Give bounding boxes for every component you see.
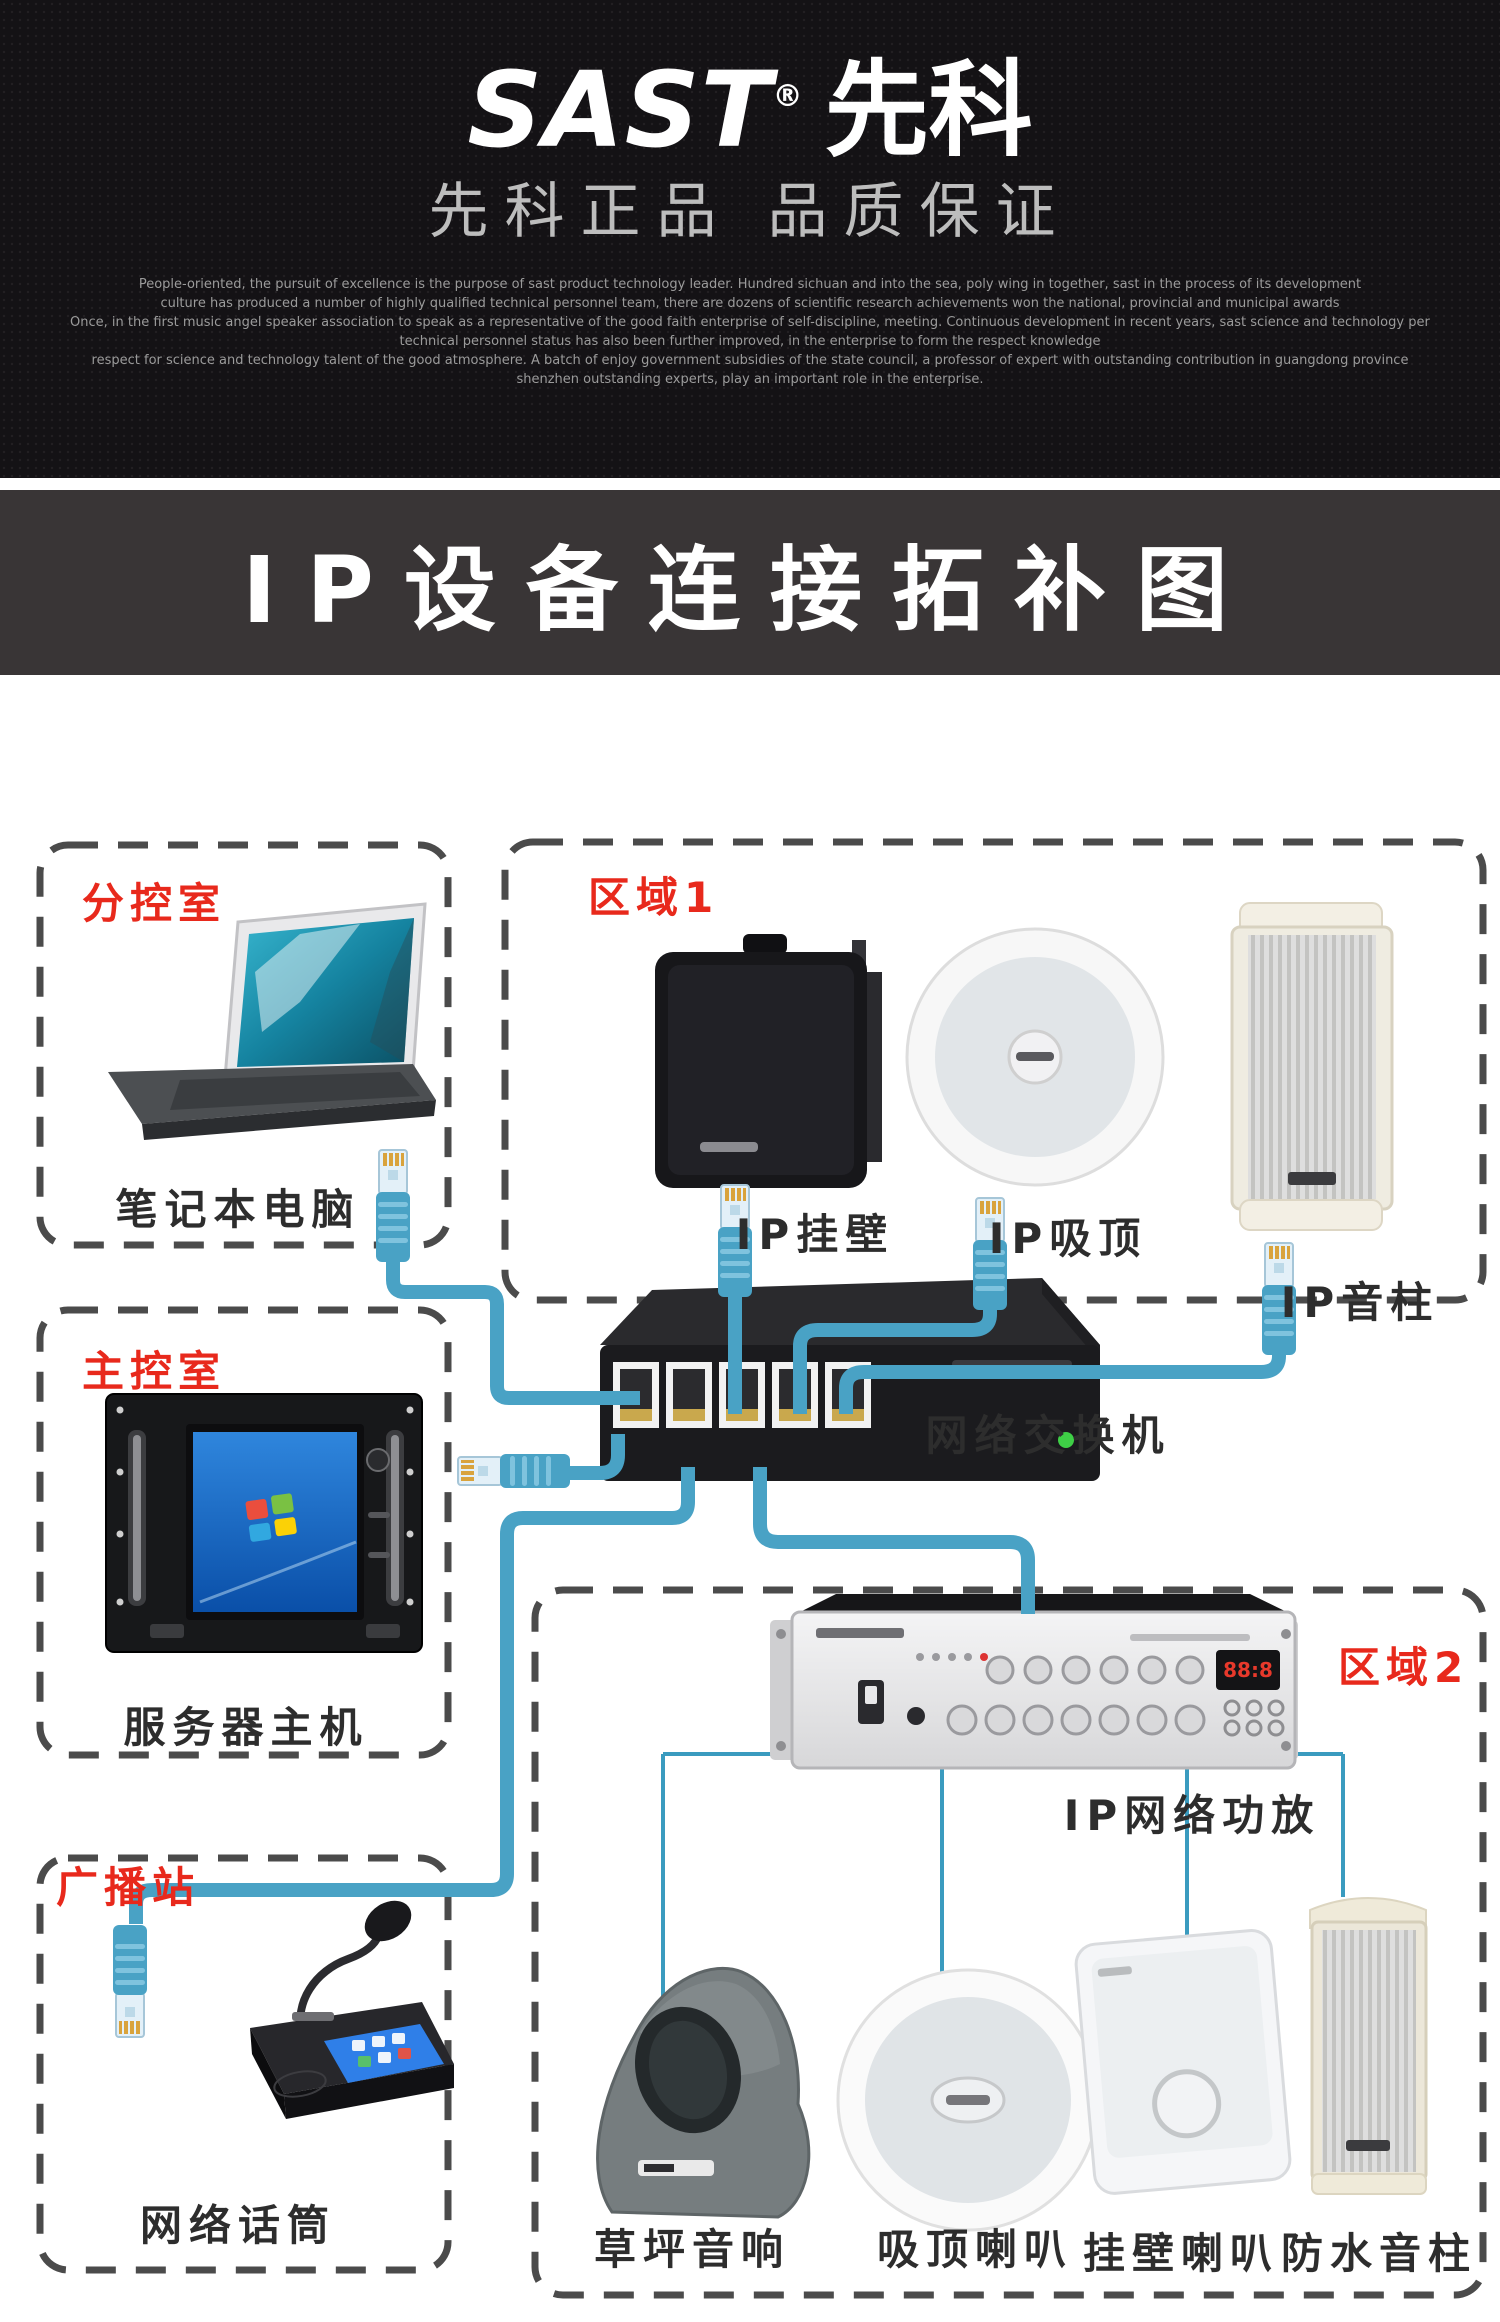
label-zone-1: 区域1 (588, 873, 719, 922)
label-broadcast-station: 广播站 (56, 1863, 200, 1912)
rj45-connector-microphone (112, 1924, 148, 2038)
server-host-image (105, 1393, 423, 1653)
network-cables (129, 1252, 1286, 1924)
ceiling-horn-image (836, 1968, 1100, 2232)
label-laptop: 笔记本电脑 (115, 1185, 360, 1234)
laptop-image (108, 902, 436, 1140)
box-zone-2 (531, 1586, 1487, 2299)
label-waterproof-column: 防水音柱 (1281, 2229, 1477, 2278)
svg-text:88:8: 88:8 (1223, 1658, 1273, 1682)
brand-description-line: Once, in the first music angel speaker a… (70, 315, 1430, 330)
label-ceiling-horn: 吸顶喇叭 (877, 2225, 1073, 2274)
wall-horn-image (1074, 1929, 1292, 2195)
label-ip-wall-speaker: IP挂壁 (736, 1210, 894, 1259)
registered-mark-icon: ® (772, 79, 803, 114)
brand-logo-cn: 先科 (824, 49, 1033, 171)
box-sub-control-room (36, 841, 452, 1249)
brand-description-line: culture has produced a number of highly … (160, 296, 1340, 311)
label-zone-2: 区域2 (1338, 1643, 1469, 1692)
rj45-connector-server (457, 1453, 571, 1489)
cable-switch-to-amplifier (753, 1467, 1035, 1614)
brand-tagline: 先科正品 品质保证 (428, 177, 1072, 247)
label-lawn-speaker: 草坪音响 (594, 2225, 790, 2274)
cable-switch-to-microphone (129, 1467, 695, 1924)
waterproof-column-image (1309, 1897, 1428, 2195)
cable-server-to-switch (548, 1434, 625, 1480)
brand-logo: SAST®先科 (0, 0, 1500, 165)
cable-column-speaker-to-switch (839, 1349, 1286, 1414)
ip-column-speaker-image (1230, 902, 1394, 1231)
ip-ceiling-speaker-image (905, 927, 1165, 1187)
box-main-control-room (36, 1306, 452, 1759)
rj45-connector-laptop (375, 1149, 411, 1263)
label-ip-column-speaker: IP音柱 (1281, 1278, 1439, 1327)
label-ip-ceiling-speaker: IP吸顶 (989, 1214, 1147, 1263)
brand-description: People-oriented, the pursuit of excellen… (70, 275, 1430, 389)
ip-wall-speaker-image (655, 934, 882, 1188)
page-title: IP设备连接拓补图 (242, 537, 1258, 644)
brand-description-line: technical personnel status has also been… (399, 334, 1101, 349)
hero-section: SAST®先科 先科正品 品质保证 People-oriented, the p… (0, 0, 1500, 478)
brand-logo-en: SAST (467, 49, 773, 171)
ip-network-amplifier-image: 88:8 (770, 1594, 1298, 1770)
brand-description-line: respect for science and technology talen… (91, 353, 1409, 368)
label-sub-control-room: 分控室 (82, 879, 226, 928)
label-server-host: 服务器主机 (123, 1703, 368, 1752)
lawn-speaker-image (596, 1967, 811, 2219)
label-main-control-room: 主控室 (82, 1347, 226, 1396)
section-banner: IP设备连接拓补图 (0, 490, 1500, 675)
network-microphone-image (250, 1900, 454, 2119)
cable-laptop-to-switch (386, 1252, 640, 1405)
label-network-switch: 网络交换机 (925, 1411, 1170, 1460)
label-network-microphone: 网络话筒 (140, 2201, 336, 2250)
brand-description-line: shenzhen outstanding experts, play an im… (516, 372, 984, 387)
topology-diagram: 88:8 (36, 838, 1487, 2299)
brand-description-line: People-oriented, the pursuit of excellen… (138, 277, 1362, 292)
cable-ceiling-speaker-to-switch (793, 1306, 997, 1414)
label-ip-network-amplifier: IP网络功放 (1064, 1791, 1320, 1840)
label-wall-horn: 挂壁喇叭 (1083, 2229, 1279, 2278)
